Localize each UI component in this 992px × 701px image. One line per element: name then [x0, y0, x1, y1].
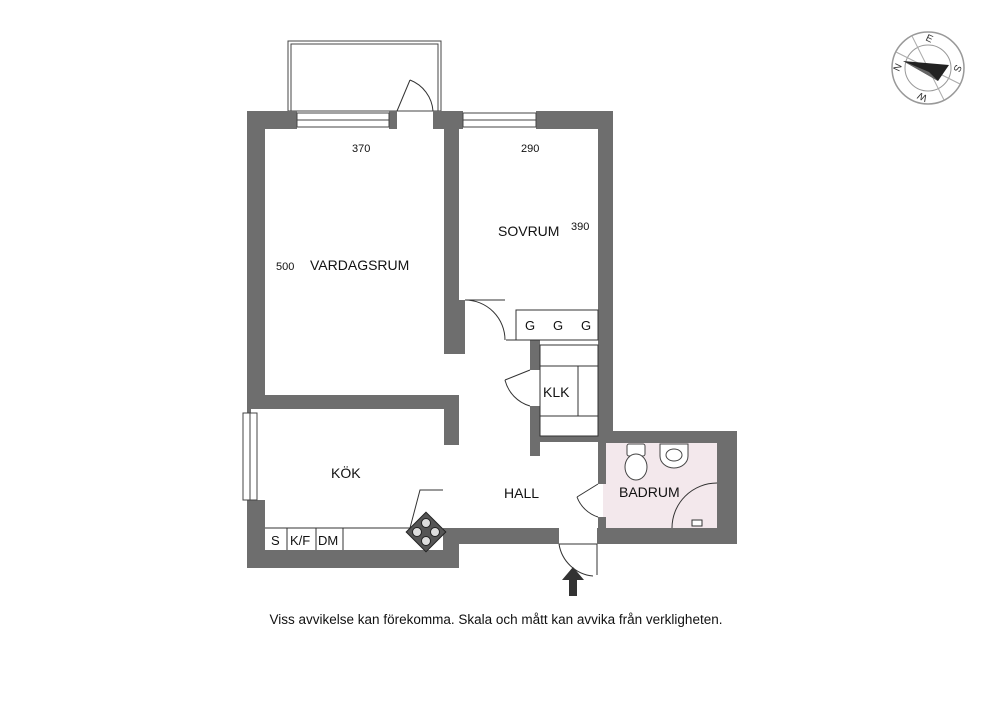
windows: [242, 112, 537, 501]
dimension-sovrum-depth: 390: [571, 221, 589, 233]
kitchen-unit-dishwasher: DM: [318, 533, 338, 548]
kitchen-unit-sink: S: [271, 533, 280, 548]
compass-e: E: [924, 33, 935, 46]
walls: [247, 111, 737, 568]
room-label-badrum: BADRUM: [619, 484, 680, 500]
disclaimer-text: Viss avvikelse kan förekomma. Skala och …: [269, 612, 723, 627]
compass-s: S: [950, 63, 963, 74]
dimension-sovrum-width: 290: [521, 143, 539, 155]
kitchen-unit-fridge-freezer: K/F: [290, 533, 310, 548]
room-label-klk: KLK: [543, 384, 570, 400]
wardrobe-label: G: [553, 318, 563, 333]
room-label-vardagsrum: VARDAGSRUM: [310, 257, 409, 273]
room-label-hall: HALL: [504, 485, 539, 501]
doors: [396, 79, 599, 577]
klk-closet: [539, 344, 599, 437]
entrance-arrow-icon: [562, 567, 584, 596]
wardrobe-label: G: [581, 318, 591, 333]
room-label-kok: KÖK: [331, 464, 361, 481]
balcony: [287, 40, 442, 112]
dimension-vardagsrum-width: 370: [352, 143, 370, 155]
compass-icon: N E S W: [891, 31, 965, 105]
wardrobe-label: G: [525, 318, 535, 333]
shower-icon: [671, 482, 718, 529]
wardrobes: [506, 309, 599, 341]
sink-icon: [659, 443, 689, 469]
toilet-icon: [624, 443, 648, 481]
kitchen-counter: [265, 489, 443, 550]
compass-n: N: [892, 62, 905, 73]
stove-icon: [405, 511, 447, 553]
dimension-vardagsrum-depth: 500: [276, 261, 294, 273]
room-label-sovrum: SOVRUM: [498, 223, 559, 239]
